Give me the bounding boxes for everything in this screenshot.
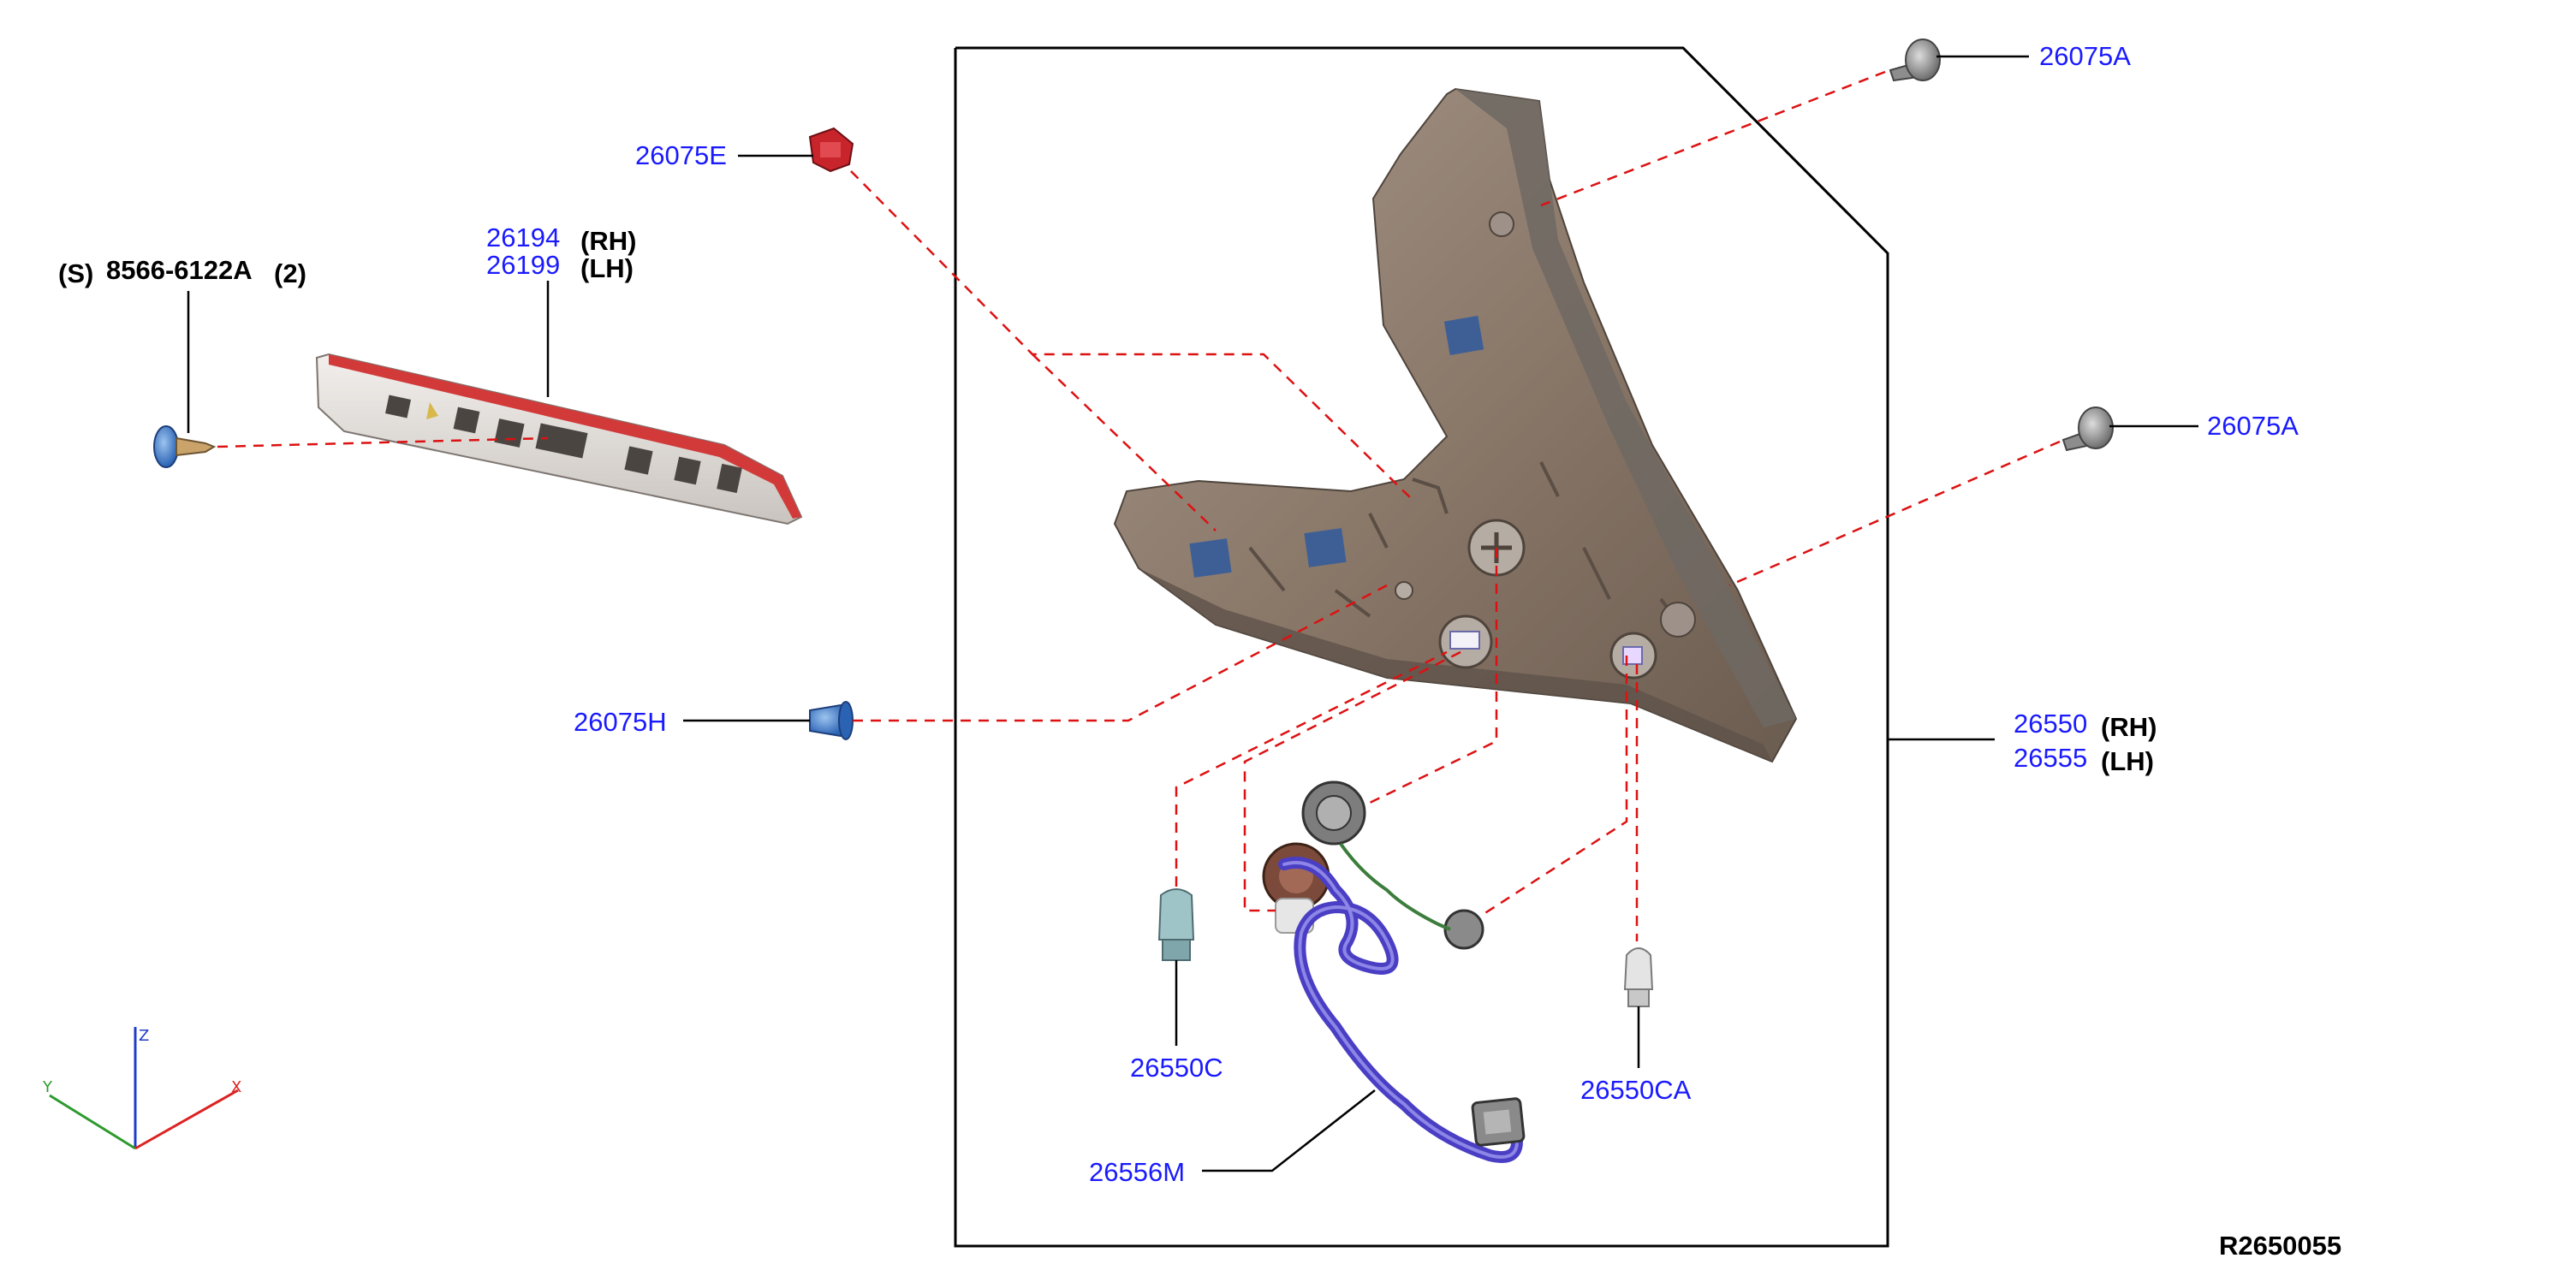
label-reflector-lh-side: (LH) [580,253,634,283]
dash-grommet-h [853,584,1388,722]
axis-y-label: Y [42,1078,53,1096]
leader-harness [1202,1089,1376,1172]
screw-26075a-mid-part[interactable] [2061,407,2114,452]
dash-clip-e-to-housing [850,170,1415,502]
label-bulb-c[interactable]: 26550C [1130,1053,1223,1083]
assembly-frame [954,46,1889,1248]
label-lamp-rh-number[interactable]: 26550 [2014,709,2087,739]
reference-code: R2650055 [2219,1231,2341,1261]
label-reflector-rh-side: (RH) [580,226,636,256]
dash-screw-to-reflector [217,436,549,448]
dash-bulb-c [1175,650,1448,887]
axis-z-label: Z [139,1027,149,1045]
screw-26075a-top-part[interactable] [1889,39,1941,82]
axis-x-label: X [231,1078,241,1096]
label-screw-part-number: 8566-6122A [106,255,253,285]
dash-harness-upper [1365,548,1498,806]
axis-triad: Z Y X [42,1027,241,1150]
dash-screw-a-mid [1728,440,2061,587]
label-screw-prefix: (S) [58,258,93,288]
label-reflector-lh-number[interactable]: 26199 [486,250,560,280]
label-bulb-ca[interactable]: 26550CA [1580,1075,1692,1105]
dash-harness-right [1480,656,1628,917]
label-grommet-h[interactable]: 26075H [574,707,667,737]
side-reflector[interactable] [315,353,803,525]
label-screw-qty: (2) [274,258,306,288]
label-screw-a-mid[interactable]: 26075A [2207,411,2299,441]
label-lamp-rh-side: (RH) [2101,712,2157,742]
label-harness-m[interactable]: 26556M [1089,1157,1185,1187]
label-screw-a-top[interactable]: 26075A [2039,41,2131,71]
bulb-26550c-part[interactable] [1157,888,1195,961]
harness-26556m-part[interactable] [1262,780,1526,1163]
clip-26075e-part[interactable] [808,127,854,173]
bulb-26550ca-part[interactable] [1623,947,1654,1007]
dash-clip-e-to-housing-lower [1032,353,1217,531]
tail-lamp-housing[interactable] [1113,87,1798,763]
dash-screw-a-top [1540,70,1886,207]
screw-8566-6122a-part[interactable] [153,425,217,468]
label-lamp-lh-number[interactable]: 26555 [2014,743,2087,773]
grommet-26075h-part[interactable] [809,701,854,740]
label-reflector-rh-number[interactable]: 26194 [486,223,560,252]
label-lamp-lh-side: (LH) [2101,746,2154,776]
label-clip-e[interactable]: 26075E [635,140,727,170]
